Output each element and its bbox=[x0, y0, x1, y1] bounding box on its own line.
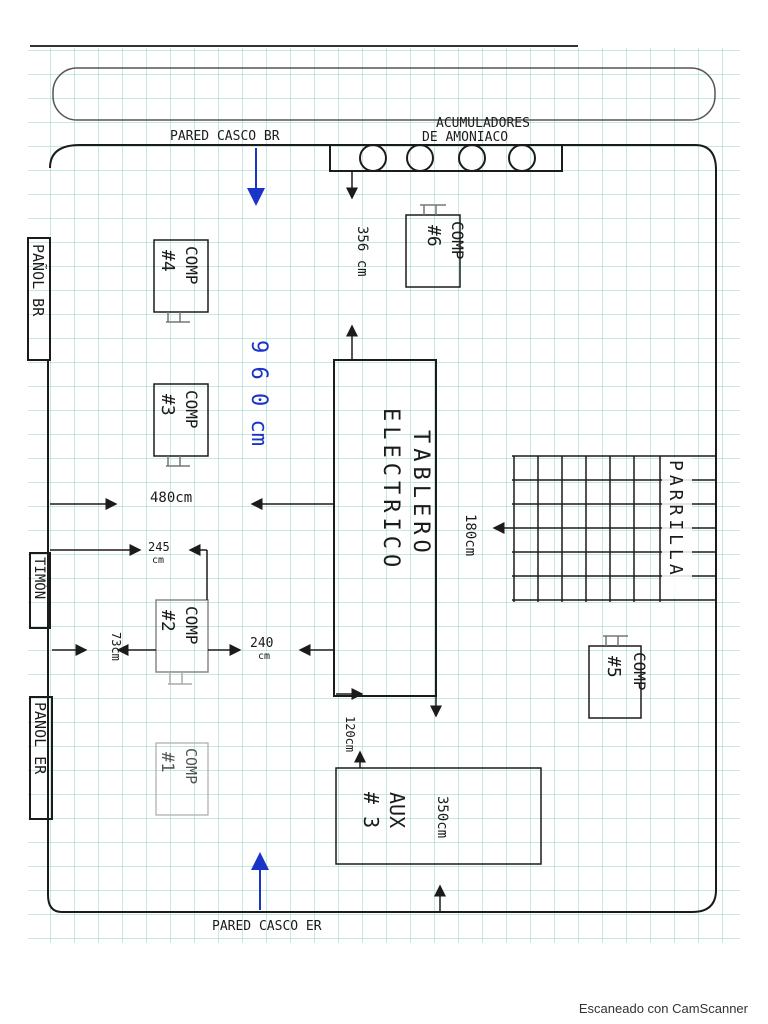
footer-watermark: Escaneado con CamScanner bbox=[578, 1001, 748, 1016]
comp-5: COMP #5 bbox=[588, 635, 649, 719]
dim-245-unit: cm bbox=[152, 555, 164, 566]
comp-6: COMP #6 bbox=[405, 204, 467, 288]
svg-text:#5: #5 bbox=[603, 656, 624, 678]
label-tablero: TABLERO bbox=[408, 430, 433, 558]
svg-text:#2: #2 bbox=[157, 610, 178, 632]
dim-960: 9 6 0 cm bbox=[246, 340, 271, 446]
label-pared-er: PARED CASCO ER bbox=[212, 919, 322, 934]
aux-3-box bbox=[335, 767, 542, 865]
label-electrico: ELECTRICO bbox=[378, 408, 403, 572]
svg-text:COMP: COMP bbox=[182, 748, 200, 784]
svg-text:COMP: COMP bbox=[182, 390, 201, 429]
label-timon: TIMÓN bbox=[31, 557, 49, 599]
comp-1: COMP #1 bbox=[155, 742, 209, 816]
dim-356: 356 cm bbox=[354, 226, 370, 277]
svg-text:#1: #1 bbox=[157, 752, 177, 772]
comp-4: COMP #4 bbox=[153, 239, 209, 323]
parrilla bbox=[512, 455, 717, 602]
dim-240-unit: cm bbox=[258, 651, 270, 662]
dim-180: 180cm bbox=[462, 514, 478, 556]
hull-outline bbox=[47, 144, 717, 913]
label-panol-br: PAÑOL BR bbox=[29, 244, 48, 317]
top-strip bbox=[52, 67, 716, 121]
svg-text:#3: #3 bbox=[157, 394, 178, 416]
comp-2: COMP #2 bbox=[155, 599, 209, 685]
label-parrilla: PARRILLA bbox=[665, 460, 686, 579]
label-aux-num: # 3 bbox=[359, 792, 383, 828]
timon-box bbox=[29, 552, 51, 629]
label-pared-br: PARED CASCO BR bbox=[170, 129, 280, 144]
acumuladores-amoniaco bbox=[329, 144, 563, 172]
dim-350: 350cm bbox=[434, 796, 450, 838]
panol-br-box bbox=[27, 237, 51, 361]
svg-text:COMP: COMP bbox=[182, 606, 201, 645]
comp-3: COMP #3 bbox=[153, 383, 209, 467]
dimension-lines bbox=[50, 172, 512, 912]
label-panol-er: PAÑOL ER bbox=[31, 702, 50, 775]
dim-480: 480cm bbox=[150, 490, 192, 506]
dimension-960 bbox=[247, 148, 269, 910]
svg-text:COMP: COMP bbox=[448, 221, 467, 260]
grid-paper bbox=[28, 48, 740, 943]
dim-73: 73cm bbox=[109, 632, 123, 661]
label-de-amoniaco: DE AMONIACO bbox=[422, 130, 508, 145]
dim-245: 245 bbox=[148, 540, 170, 554]
label-aux: AUX bbox=[385, 792, 409, 828]
svg-text:#4: #4 bbox=[157, 250, 178, 272]
dim-120: 120cm bbox=[343, 716, 357, 752]
svg-text:COMP: COMP bbox=[182, 246, 201, 285]
panol-er-box bbox=[29, 696, 53, 820]
svg-text:COMP: COMP bbox=[630, 652, 649, 691]
svg-text:#6: #6 bbox=[423, 225, 444, 247]
label-acumuladores: ACUMULADORES bbox=[436, 116, 530, 131]
dim-240: 240 bbox=[250, 636, 273, 651]
